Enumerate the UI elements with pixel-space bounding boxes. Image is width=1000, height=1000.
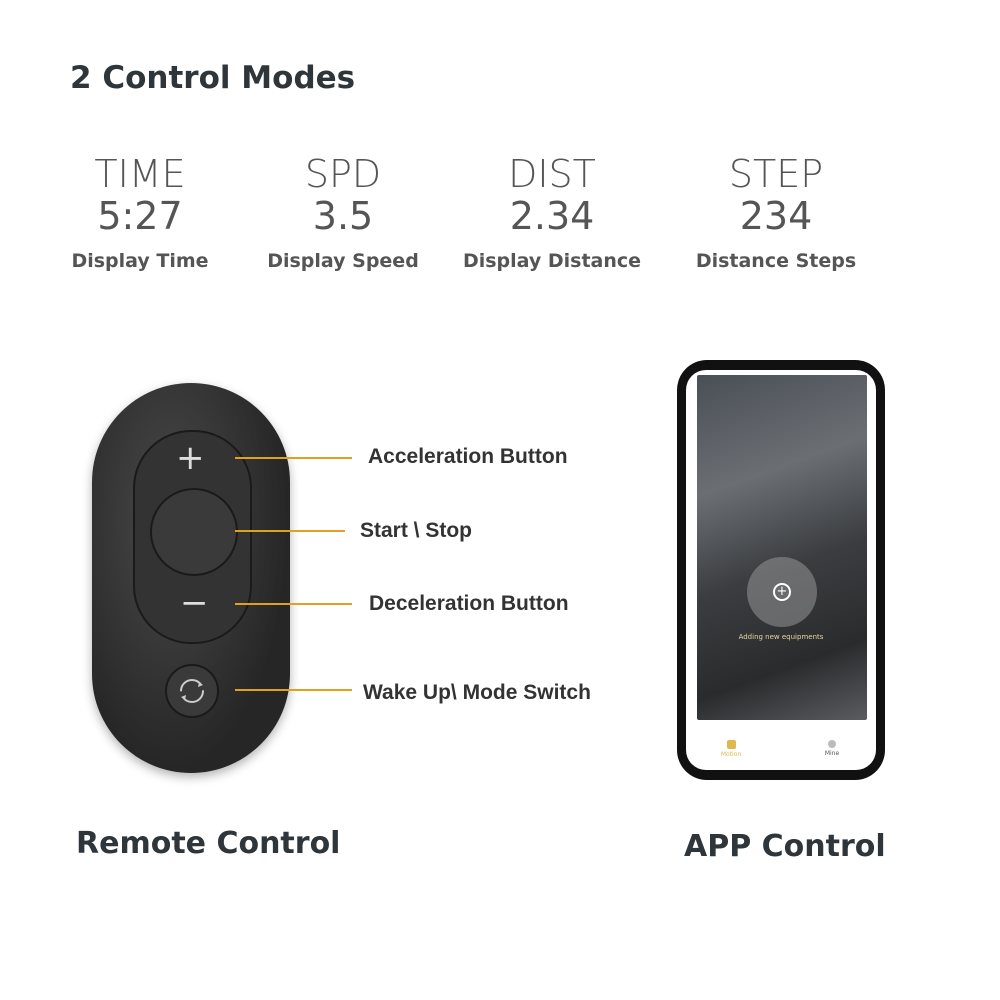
deceleration-label: Deceleration Button xyxy=(369,592,569,615)
phone-screen: + Adding new equipments Motion Mine xyxy=(686,370,876,770)
stat-key: TIME xyxy=(94,152,186,196)
start-stop-label: Start \ Stop xyxy=(360,519,473,542)
stat-key: DIST xyxy=(508,152,596,196)
overlay-text: Adding new equipments xyxy=(738,633,824,641)
stat-caption: Display Speed xyxy=(267,250,419,272)
plus-icon[interactable]: + xyxy=(176,438,205,478)
tab-mine[interactable]: Mine xyxy=(817,740,847,757)
stat-caption: Distance Steps xyxy=(695,250,857,272)
mode-switch-label: Wake Up\ Mode Switch xyxy=(363,681,591,704)
tab-label: Mine xyxy=(824,750,840,757)
treadmill-photo xyxy=(697,375,867,720)
stat-caption: Display Time xyxy=(71,250,209,272)
stat-caption: Display Distance xyxy=(462,250,642,272)
acceleration-label: Acceleration Button xyxy=(368,445,568,468)
tab-motion[interactable]: Motion xyxy=(716,740,746,758)
stat-key: STEP xyxy=(728,152,824,196)
callout-line xyxy=(235,603,352,605)
callout-line xyxy=(235,689,352,691)
remote-control-caption: Remote Control xyxy=(76,826,341,861)
stat-value: 3.5 xyxy=(312,194,374,238)
minus-icon[interactable]: − xyxy=(180,583,209,623)
refresh-icon xyxy=(180,679,204,703)
app-control-caption: APP Control xyxy=(684,829,886,864)
add-equipment-button[interactable]: + xyxy=(747,557,817,627)
mode-switch-button[interactable] xyxy=(165,664,219,718)
page-title: 2 Control Modes xyxy=(70,60,356,96)
stat-key: SPD xyxy=(304,152,382,196)
tab-label: Motion xyxy=(720,751,742,758)
callout-line xyxy=(235,457,352,459)
callout-line xyxy=(235,530,345,532)
start-stop-button[interactable] xyxy=(150,488,238,576)
stat-value: 5:27 xyxy=(97,194,183,238)
user-icon xyxy=(828,740,836,748)
motion-icon xyxy=(726,740,736,749)
stat-value: 234 xyxy=(739,194,813,238)
stat-value: 2.34 xyxy=(509,194,595,238)
